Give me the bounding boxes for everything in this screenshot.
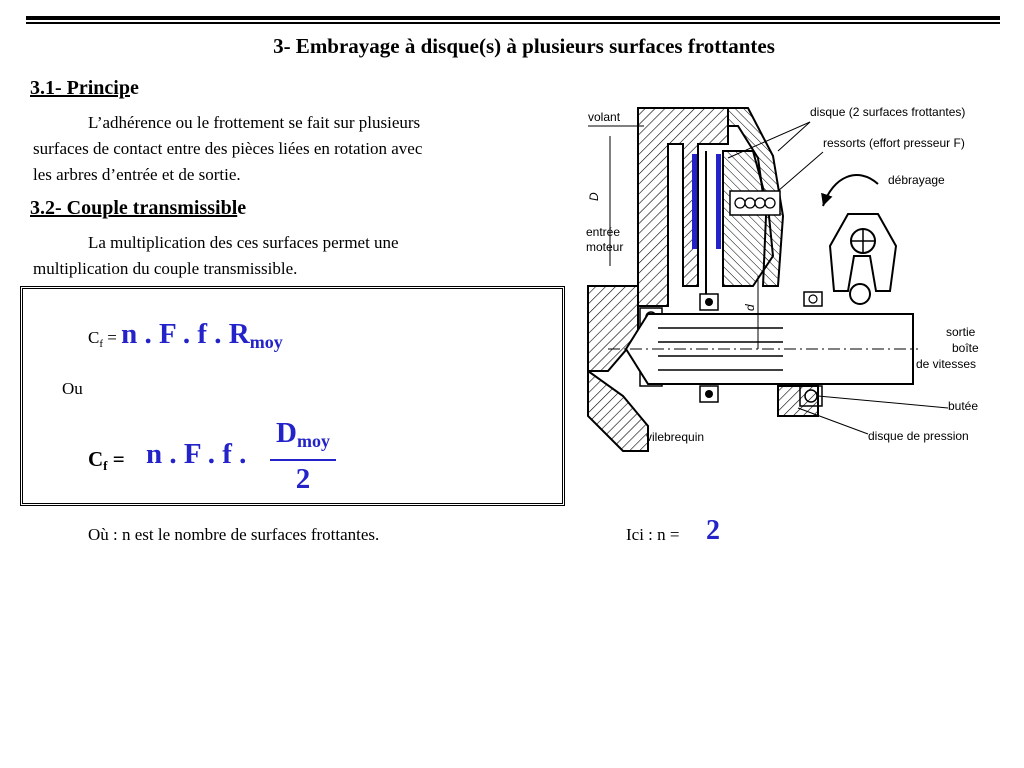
formula2-c: C xyxy=(88,447,104,471)
title-rule-thick xyxy=(26,16,1000,20)
dimension-d-big xyxy=(609,136,759,349)
friction-disc-right xyxy=(716,154,721,249)
formula1-expr: n . F . f . R xyxy=(121,318,250,350)
formula2-eq: = xyxy=(107,447,125,471)
principe-line-2: surfaces de contact entre des pièces lié… xyxy=(33,139,423,158)
label-disque: disque (2 surfaces frottantes) xyxy=(810,105,965,119)
formula-torque-rmoy: Cf = n . F . f . Rmoy xyxy=(88,318,283,353)
or-label: Ou xyxy=(62,379,83,398)
fraction-bar xyxy=(270,459,336,461)
formula2-lhs: Cf = xyxy=(88,447,125,474)
formula2-expr: n . F . f . xyxy=(146,438,247,470)
section-heading-couple-underlined: 3.2- Couple transmissibl xyxy=(30,197,238,219)
section-heading-couple: 3.2- Couple transmissible xyxy=(30,197,246,220)
here-n-label: Ici : n = xyxy=(626,525,680,544)
label-debrayage: débrayage xyxy=(888,173,945,187)
formula1-eq: = xyxy=(103,328,122,347)
formula-box xyxy=(20,286,565,506)
fraction-numerator: Dmoy xyxy=(270,416,336,458)
label-sortie-2: boîte xyxy=(952,341,979,355)
label-ressorts: ressorts (effort presseur F) xyxy=(823,136,965,150)
section-heading-principe-tail: e xyxy=(130,77,139,99)
label-vilebrequin: vilebrequin xyxy=(646,430,704,444)
title-rule-thin xyxy=(26,22,1000,24)
couple-line-1: La multiplication des ces surfaces perme… xyxy=(88,233,399,252)
label-entree-1: entrée xyxy=(586,225,620,239)
formula1-c: C xyxy=(88,328,100,347)
couple-paragraph: La multiplication des ces surfaces perme… xyxy=(33,230,563,282)
formula1-c-sub: f xyxy=(99,338,104,350)
section-heading-principe-underlined: 3.1- Princip xyxy=(30,77,130,99)
here-n-value: 2 xyxy=(706,515,720,546)
label-d-small: d xyxy=(743,304,757,311)
section-heading-couple-tail: e xyxy=(237,197,247,219)
principe-line-1: L’adhérence ou le frottement se fait sur… xyxy=(88,113,421,132)
label-d-big: D xyxy=(587,192,601,201)
fraction-denominator: 2 xyxy=(295,463,311,495)
label-entree-2: moteur xyxy=(586,240,623,254)
friction-disc-left xyxy=(692,154,697,249)
label-volant: volant xyxy=(588,110,621,124)
output-shaft xyxy=(608,313,918,417)
slide-title: 3- Embrayage à disque(s) à plusieurs sur… xyxy=(273,34,775,58)
friction-disc xyxy=(692,151,721,301)
fraction-numerator-d: D xyxy=(276,417,297,449)
label-butee: butée xyxy=(948,399,978,413)
formula2-c-sub: f xyxy=(103,458,108,473)
principe-paragraph: L’adhérence ou le frottement se fait sur… xyxy=(33,110,563,188)
label-disque-pression: disque de pression xyxy=(868,429,969,443)
clutch-diagram: volant disque (2 surfaces frottantes) re… xyxy=(586,105,979,452)
section-heading-principe: 3.1- Principe xyxy=(30,77,139,100)
formula2-fraction: Dmoy 2 xyxy=(270,416,336,495)
fraction-numerator-sub: moy xyxy=(296,431,330,451)
couple-line-2: multiplication du couple transmissible. xyxy=(33,259,298,278)
springs xyxy=(729,190,781,216)
principe-line-3: les arbres d’entrée et de sortie. xyxy=(33,165,241,184)
definition-n-text: Où : n est le nombre de surfaces frottan… xyxy=(88,525,380,544)
label-sortie-1: sortie xyxy=(946,325,976,339)
label-sortie-3: de vitesses xyxy=(916,357,976,371)
formula1-expr-sub: moy xyxy=(249,332,283,352)
release-fork xyxy=(821,174,898,305)
pressure-plate-shape xyxy=(722,150,775,287)
